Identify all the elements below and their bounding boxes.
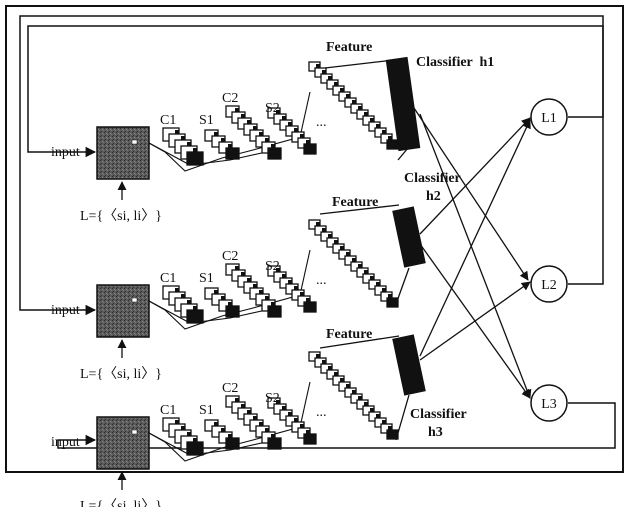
feature-label: Feature <box>326 40 372 55</box>
s1-stack <box>204 129 240 160</box>
c1-stack <box>162 127 204 166</box>
c1-stack-map <box>186 151 204 166</box>
layer-label-c2: C2 <box>222 381 238 396</box>
classifier-h1-block <box>385 56 421 152</box>
h2-to-l1-arrow <box>419 117 531 235</box>
s2-stack <box>267 107 317 155</box>
layer-ellipsis: ... <box>316 115 327 130</box>
c1-stack <box>162 417 204 456</box>
output-node-l2 <box>530 265 568 303</box>
s1-stack-map <box>225 305 240 318</box>
s2-stack <box>267 265 317 313</box>
input-label: input <box>51 145 80 160</box>
feature1-to-classifier1-top <box>324 59 395 69</box>
output-node-l3 <box>530 384 568 422</box>
layer-label-s1: S1 <box>199 113 214 128</box>
feedback-loop-l1 <box>27 25 604 158</box>
layer-label-c1: C1 <box>160 113 176 128</box>
c2-stack <box>225 105 282 160</box>
c1-stack-map <box>186 441 204 456</box>
c2-stack-map <box>267 305 282 318</box>
conv-connector-2 <box>148 432 276 456</box>
h3-to-l1-arrow <box>419 119 531 357</box>
s1-stack-map <box>225 437 240 450</box>
feature-label: Feature <box>326 327 372 342</box>
layer-label-c2: C2 <box>222 91 238 106</box>
h1-to-l2-arrow <box>413 107 529 281</box>
output-label-l1: L1 <box>541 111 557 126</box>
feature-stack <box>308 219 399 308</box>
label-set-label: L={〈si, li〉} <box>80 208 162 224</box>
input-image <box>96 284 150 338</box>
input-image <box>96 416 150 470</box>
s2-stack-map <box>303 433 317 445</box>
output-label-l2: L2 <box>541 278 557 293</box>
classifier-h2-index: h2 <box>426 189 441 204</box>
input-image <box>96 126 150 180</box>
classifier-h3-index: h3 <box>428 425 443 440</box>
h3-to-l2-arrow <box>419 281 531 361</box>
h1-to-l3-arrow <box>419 113 532 399</box>
input-patch <box>131 139 138 145</box>
s2-stack-map <box>303 143 317 155</box>
classifier-h2-word: Classifier <box>404 171 461 186</box>
s1-stack <box>204 419 240 450</box>
c2-stack <box>225 263 282 318</box>
classifier-h2-block <box>392 206 426 268</box>
feature-stack-map <box>386 297 399 308</box>
feature3-to-classifier3-bottom <box>395 394 410 441</box>
feature3-to-classifier3-top <box>319 335 400 349</box>
outer-frame <box>5 5 624 473</box>
feature2-to-classifier2-bottom <box>395 267 410 305</box>
c1-stack <box>162 285 204 324</box>
conv-connector-2 <box>148 300 276 324</box>
feature1-to-classifier1-bottom <box>397 147 409 161</box>
label-set-label: L={〈si, li〉} <box>80 366 162 382</box>
feature-stack-map <box>386 139 399 150</box>
layer-label-c1: C1 <box>160 271 176 286</box>
c2-stack-map <box>267 147 282 160</box>
s1-stack-map <box>225 147 240 160</box>
s1-stack <box>204 287 240 318</box>
s2-stack-map <box>303 301 317 313</box>
classifier-h3-word: Classifier <box>410 407 467 422</box>
input-label: input <box>51 435 80 450</box>
layer-label-c2: C2 <box>222 249 238 264</box>
conv-connector-2 <box>148 142 276 166</box>
layer-label-s2: S2 <box>265 259 280 274</box>
layer-label-s2: S2 <box>265 101 280 116</box>
feature-stack <box>308 351 399 440</box>
feature2-to-classifier2-top <box>319 204 400 215</box>
classifier-h1-label: Classifier h1 <box>416 55 494 70</box>
layer-ellipsis: ... <box>316 273 327 288</box>
feedback-loop-l3 <box>57 402 616 449</box>
layer-ellipsis: ... <box>316 405 327 420</box>
c2-stack <box>225 395 282 450</box>
input-label: input <box>51 303 80 318</box>
label-set-label: L={〈si, li〉} <box>80 498 162 507</box>
classifier-h3-block <box>392 334 426 396</box>
layer-label-s2: S2 <box>265 391 280 406</box>
c2-stack-map <box>267 437 282 450</box>
layer-label-s1: S1 <box>199 271 214 286</box>
feedback-loop-l2 <box>19 15 604 316</box>
s2-stack <box>267 397 317 445</box>
feature-label: Feature <box>332 195 378 210</box>
output-label-l3: L3 <box>541 397 557 412</box>
output-node-l1 <box>530 98 568 136</box>
layer-label-c1: C1 <box>160 403 176 418</box>
c1-stack-map <box>186 309 204 324</box>
input-patch <box>131 429 138 435</box>
feature-stack <box>308 61 399 150</box>
input-patch <box>131 297 138 303</box>
layer-label-s1: S1 <box>199 403 214 418</box>
